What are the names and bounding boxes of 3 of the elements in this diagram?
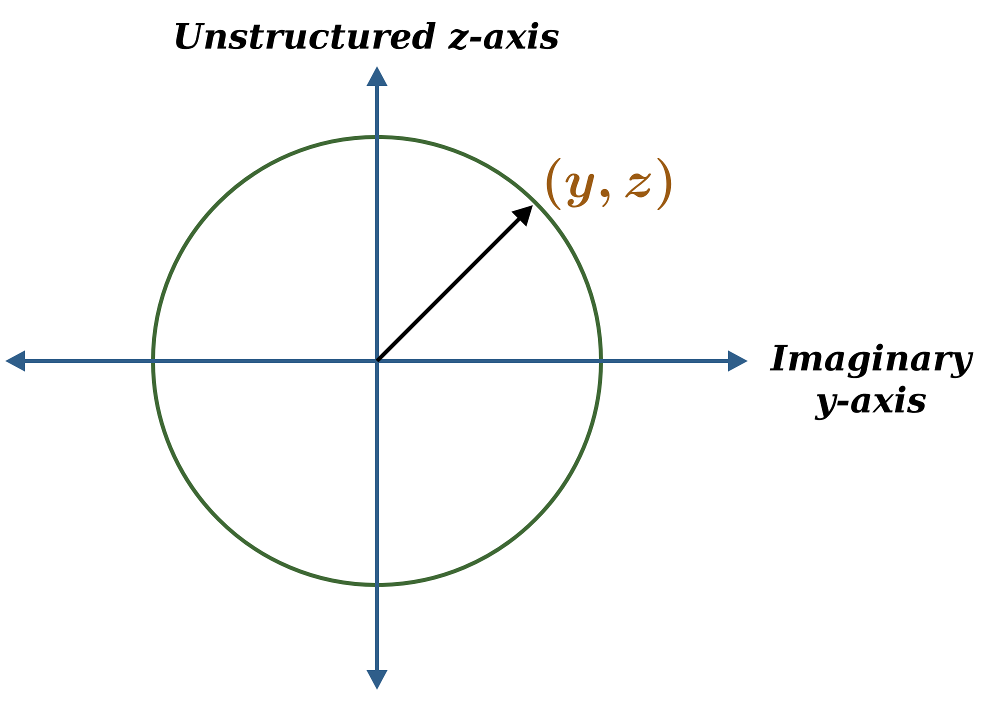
axis-label: Unstructured z-axis (176, 22, 559, 50)
point-label: $(y, z)$ (546, 158, 672, 210)
axis-label: Imaginary y-axis (770, 344, 974, 420)
